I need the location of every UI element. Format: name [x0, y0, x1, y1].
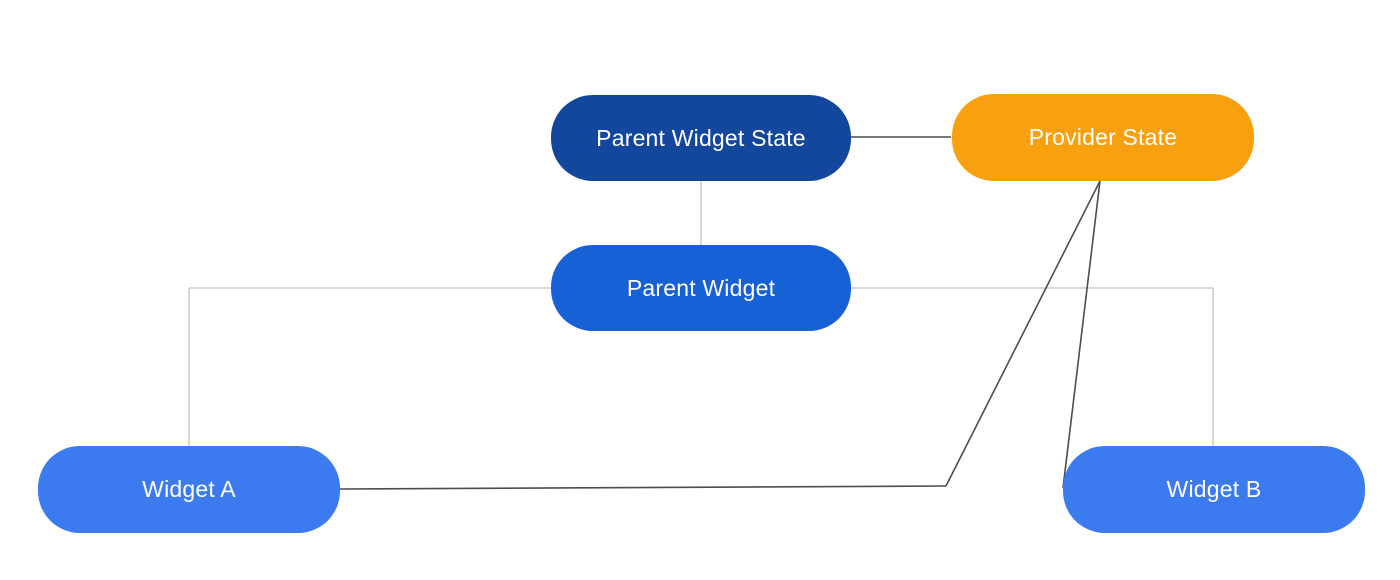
node-widget-b: Widget B	[1063, 446, 1365, 533]
node-label: Parent Widget	[626, 274, 776, 301]
node-provider-state: Provider State	[952, 94, 1254, 181]
node-parent-widget-state: Parent Widget State	[551, 95, 851, 181]
node-label: Provider State	[1028, 124, 1178, 150]
node-parent-widget: Parent Widget	[551, 245, 851, 331]
edge-provider-state-to-widget-b	[1062, 180, 1101, 489]
edge-provider-state-to-widget-a-diagonal	[945, 180, 1101, 487]
node-label: Widget A	[142, 476, 236, 502]
node-label: Widget B	[1166, 476, 1262, 502]
node-widget-a: Widget A	[38, 446, 340, 533]
edge-provider-state-to-widget-a-horizontal	[339, 485, 947, 490]
node-label: Parent Widget State	[596, 124, 806, 151]
